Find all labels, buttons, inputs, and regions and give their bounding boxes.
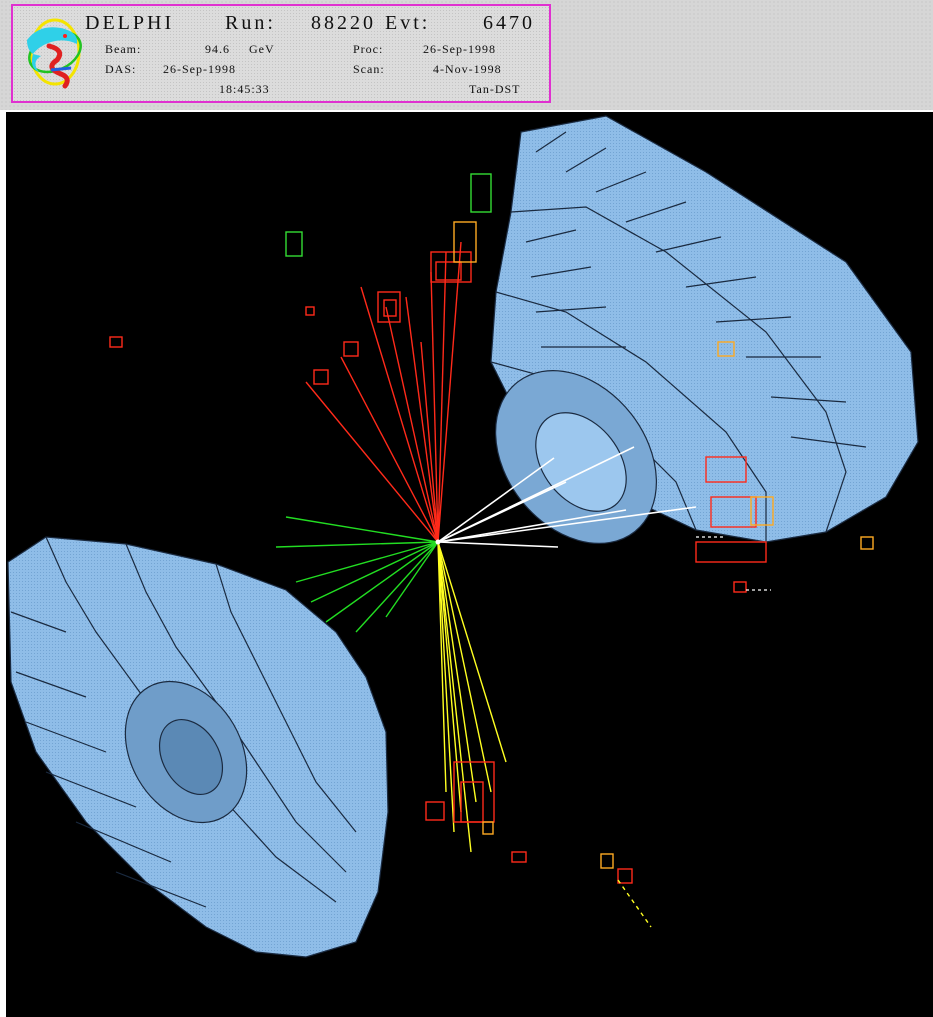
dashed-tracks xyxy=(617,879,652,928)
calorimeter-hits xyxy=(109,173,874,884)
yellow-jet-tracks xyxy=(437,541,507,853)
scan-date: 4-Nov-1998 xyxy=(433,62,502,76)
green-jet-tracks xyxy=(275,516,439,633)
proc-label: Proc: xyxy=(353,42,384,56)
white-jet-tracks xyxy=(437,446,697,548)
beam-label: Beam: xyxy=(105,42,142,56)
das-label: DAS: xyxy=(105,62,137,76)
run-number: 88220 xyxy=(311,12,376,34)
dashed-white-tracks xyxy=(696,536,771,591)
event-time: 18:45:33 xyxy=(219,82,270,96)
red-jet-tracks xyxy=(305,241,462,543)
proc-date: 26-Sep-1998 xyxy=(423,42,496,56)
delphi-dolphin-logo-icon xyxy=(27,18,82,89)
beam-unit: GeV xyxy=(249,42,275,56)
right-endcap-detector xyxy=(490,115,919,544)
data-tag: Tan-DST xyxy=(469,82,521,96)
interaction-vertex xyxy=(435,539,441,545)
event-label: Evt: xyxy=(385,12,431,34)
beam-energy: 94.6 xyxy=(205,42,230,56)
left-endcap-detector xyxy=(7,536,389,958)
run-label: Run: xyxy=(225,12,276,34)
event-number: 6470 xyxy=(483,12,535,34)
scan-label: Scan: xyxy=(353,62,385,76)
event-info-panel: DELPHI Run: 88220 Evt: 6470 Beam: 94.6 G… xyxy=(11,4,551,103)
experiment-name: DELPHI xyxy=(85,12,175,34)
das-date: 26-Sep-1998 xyxy=(163,62,236,76)
event-display-canvas xyxy=(6,112,933,1017)
